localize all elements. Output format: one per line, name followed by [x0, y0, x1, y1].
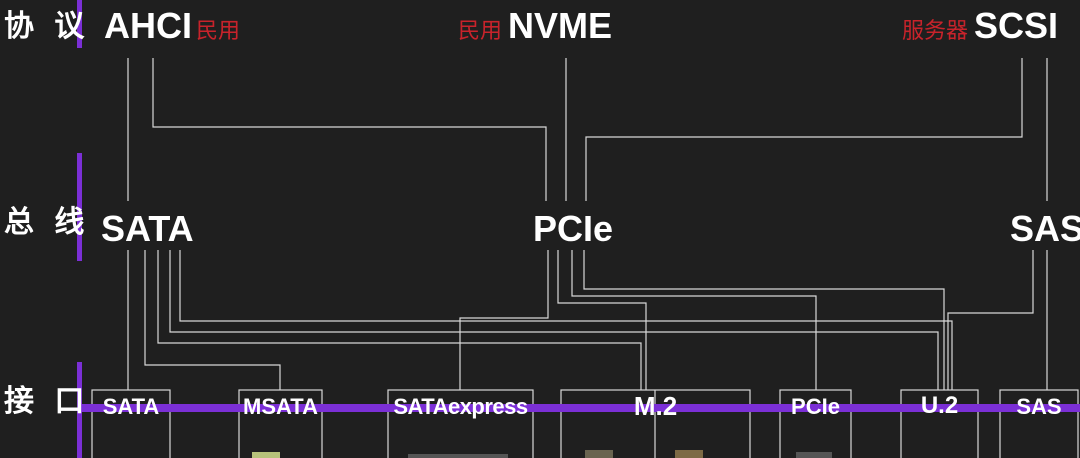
line-sata-bus-u2-b — [179, 250, 953, 390]
interface-sata-label: SATA — [102, 394, 160, 419]
line-sata-bus-u2 — [169, 250, 939, 390]
msata-card-thumbnail — [252, 452, 280, 458]
line-pcie-bus-pcie-slot — [571, 250, 817, 390]
protocol-nvme-name: NVME — [508, 5, 613, 46]
interface-row-bar — [82, 404, 1080, 412]
interface-u2-label: U.2 — [920, 392, 959, 419]
line-pcie-bus-m2 — [557, 250, 647, 390]
interface-sataexpress-label: SATAexpress — [393, 394, 528, 419]
row-label-bus: 总 线 — [4, 206, 91, 239]
interface-row-marker — [77, 362, 82, 458]
bus-sata: SATA — [101, 208, 194, 249]
interface-box-u2 — [900, 389, 979, 458]
protocol-ahci-name: AHCI — [104, 5, 192, 46]
interface-m2-label: M.2 — [633, 391, 678, 421]
interface-pcie-label: PCIe — [791, 394, 840, 419]
protocol-row-marker — [77, 0, 82, 48]
bus-pcie: PCIe — [533, 208, 614, 249]
m2-card-thumbnail-right — [675, 450, 703, 458]
pcie-card-thumbnail — [796, 452, 832, 458]
bus-row-marker — [77, 153, 82, 261]
interface-sas-label: SAS — [1016, 394, 1062, 419]
interface-box-sata — [91, 389, 171, 458]
interface-msata-label: MSATA — [243, 394, 318, 419]
line-ahci-pcie — [152, 58, 547, 201]
line-scsi-pcie — [585, 58, 1023, 201]
bus-sas: SAS — [1010, 208, 1080, 249]
line-sas-bus-u2 — [947, 250, 1034, 390]
row-label-interface: 接 口 — [4, 385, 91, 418]
protocol-scsi-name: SCSI — [974, 5, 1059, 46]
protocol-ahci-tag: 民用 — [196, 18, 241, 43]
protocol-scsi-tag: 服务器 — [902, 18, 969, 43]
interface-box-sas — [999, 389, 1079, 458]
line-pcie-bus-sataexpress — [459, 250, 549, 390]
protocol-nvme-tag: 民用 — [458, 18, 503, 43]
line-pcie-bus-u2 — [583, 250, 945, 390]
line-sata-bus-m2 — [157, 250, 642, 390]
row-label-protocol: 协 议 — [4, 10, 91, 43]
line-sata-bus-msata — [144, 250, 281, 390]
m2-card-thumbnail-left — [585, 450, 613, 458]
sataexpress-connector-thumbnail — [408, 454, 508, 458]
